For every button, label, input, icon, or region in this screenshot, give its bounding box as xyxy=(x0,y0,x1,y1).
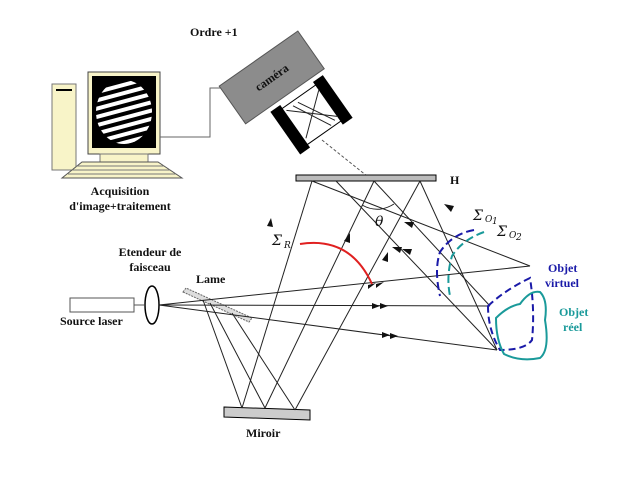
mirror xyxy=(223,406,311,421)
sigma-o1-sub: O xyxy=(485,215,493,225)
order-label: Ordre +1 xyxy=(190,25,238,39)
hologram-label: H xyxy=(450,173,460,187)
real-object xyxy=(494,290,548,361)
real-object-label-2: réel xyxy=(563,320,583,334)
virtual-object xyxy=(486,276,535,352)
camera-icon: caméra xyxy=(218,30,325,125)
real-object-label-1: Objet xyxy=(559,305,588,319)
virtual-wavefront xyxy=(436,229,475,297)
mirror-rays xyxy=(202,180,421,411)
cable xyxy=(160,87,226,138)
mirror-label: Miroir xyxy=(246,426,281,440)
real-wavefront xyxy=(447,231,485,297)
sigma-o1-idx: 1 xyxy=(492,217,498,227)
beam-expander xyxy=(144,285,160,325)
acquisition-label-2: d'image+traitement xyxy=(69,199,170,213)
plate-label: Lame xyxy=(196,272,226,286)
laser-source xyxy=(69,297,135,313)
lens-icon xyxy=(270,75,353,155)
sigma-r-label: Σ xyxy=(271,233,282,249)
sigma-r-sub: R xyxy=(283,241,291,251)
virtual-object-label-1: Objet xyxy=(548,261,577,275)
laser-label: Source laser xyxy=(60,314,123,328)
object-rays xyxy=(311,180,531,351)
reference-wavefront xyxy=(299,241,373,285)
virtual-object-label-2: virtuel xyxy=(545,276,580,290)
acquisition-label-1: Acquisition xyxy=(91,184,150,198)
theta-arc xyxy=(361,203,395,210)
expander-label-1: Etendeur de xyxy=(119,245,182,259)
sigma-o2-sub: O xyxy=(509,231,517,241)
computer-icon xyxy=(51,71,184,179)
sigma-o1-label: Σ xyxy=(472,208,483,224)
camera-axis xyxy=(321,139,373,181)
sigma-o2-label: Σ xyxy=(496,224,507,240)
theta-label: θ xyxy=(375,214,384,230)
hologram-plate xyxy=(295,174,437,182)
expander-label-2: faisceau xyxy=(129,260,171,274)
sigma-o2-idx: 2 xyxy=(515,233,522,243)
